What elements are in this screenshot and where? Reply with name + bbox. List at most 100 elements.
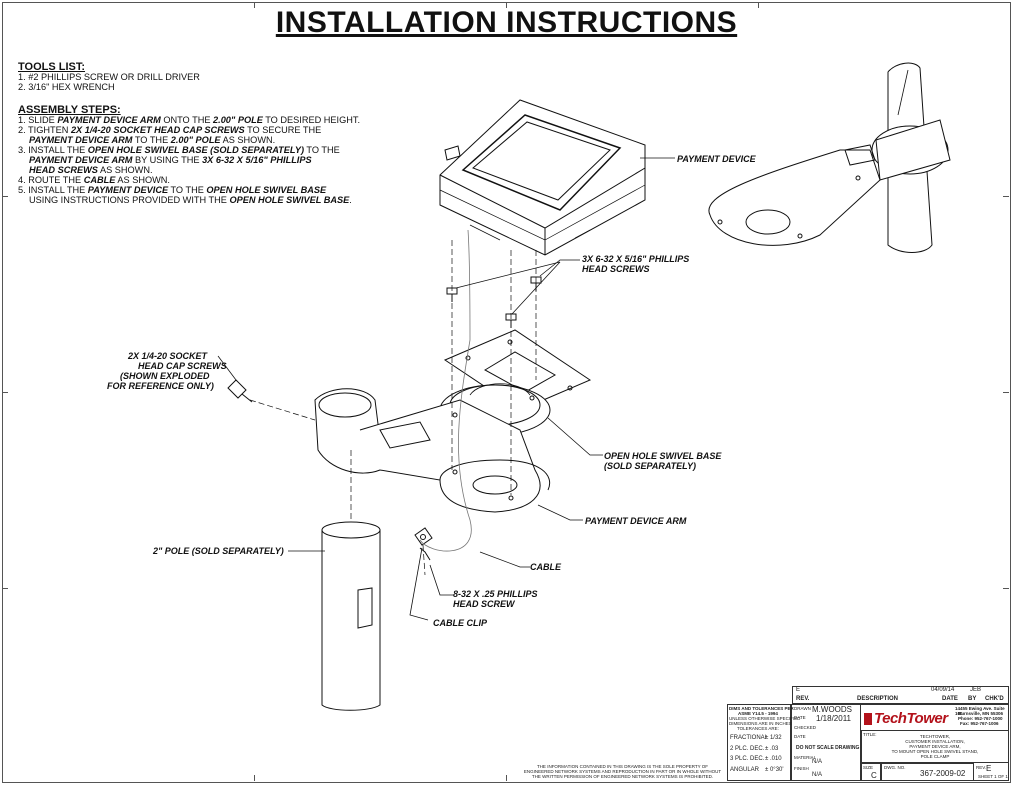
company-fax: Fax: 952-767-1006 [960,721,999,726]
tools-heading: TOOLS LIST: [18,61,86,73]
drawn-date: 1/18/2011 [816,714,851,723]
assembly-step-5: 5. INSTALL THE PAYMENT DEVICE TO THE OPE… [18,185,327,195]
zone-tick [506,775,507,781]
dec2-label: 2 PLC. DEC. [730,746,765,752]
payment-device [439,99,646,256]
fractional-label: FRACTIONAL [730,735,769,741]
date2-label: DATE [794,734,806,739]
phillips-screws [446,276,542,328]
angular-value: ± 0°30' [765,767,784,773]
angular-label: ANGULAR [730,767,760,773]
rev-date: 04/09/14 [931,687,955,693]
dims-line: DIMS AND TOLERANCES PER [729,706,794,711]
material-value: N/A [812,759,823,765]
zone-tick [2,196,8,197]
callout-head-screw: 8-32 X .25 PHILLIPS [453,589,538,599]
confidential-note: THE INFORMATION CONTAINED IN THIS DRAWIN… [536,764,709,769]
rev-header-date: DATE [942,696,958,702]
rev-value: E [986,764,992,773]
zone-tick [2,588,8,589]
rev-label: REV. [976,765,987,770]
sheet-number: SHEET 1 OF 1 [978,774,1008,779]
assembly-step-3: 3. INSTALL THE OPEN HOLE SWIVEL BASE (SO… [18,145,340,155]
dec3-value: ± .010 [765,756,782,762]
callout-swivel-base-2: (SOLD SEPARATELY) [604,461,696,471]
drawn-by: M.WOODS [812,705,852,714]
zone-tick [758,2,759,8]
logo-mark-icon [864,712,872,725]
rev-header-by: BY [968,696,977,702]
callout-head-screw-2: HEAD SCREW [453,599,515,609]
company-phone: Phone: 952-767-1000 [958,716,1003,721]
zone-tick [2,392,8,393]
cable-line [419,229,472,552]
confidential-note: ENGINEERED NETWORK SYSTEMS AND REPRODUCT… [523,769,722,774]
callout-socket-screws-4: FOR REFERENCE ONLY) [107,381,214,391]
callout-socket-screws: 2X 1/4-20 SOCKET [128,351,208,361]
title-line: PAYMENT DEVICE ARM, [909,744,961,749]
finish-value: N/A [812,772,823,778]
title-label: TITLE: [863,732,877,737]
dims-line: TOLERANCES ARE: [737,726,779,731]
callout-cable: CABLE [530,562,561,572]
callout-arm: PAYMENT DEVICE ARM [585,516,687,526]
payment-device-arm [314,388,551,513]
checked-label: CHECKED [794,725,817,730]
zone-tick [1003,196,1009,197]
no-scale-note: DO NOT SCALE DRAWING [796,745,860,751]
dec2-value: ± .03 [765,746,779,752]
callout-payment-device: PAYMENT DEVICE [677,154,756,164]
dims-line: DIMENSIONS ARE IN INCHES [729,721,792,726]
company-address: Burnsville, MN 55306 [958,711,1004,716]
zone-tick [1003,588,1009,589]
assembly-step-2-cont: PAYMENT DEVICE ARM TO THE 2.00" POLE AS … [29,135,276,145]
callout-socket-screws-2: HEAD CAP SCREWS [138,361,227,371]
size-value: C [871,771,877,780]
callout-socket-screws-3: (SHOWN EXPLODED [120,371,210,381]
dec3-label: 3 PLC. DEC. [730,756,765,762]
rev-by: JEB [970,687,982,693]
callout-swivel-base: OPEN HOLE SWIVEL BASE [604,451,722,461]
assembly-step-5-cont: USING INSTRUCTIONS PROVIDED WITH THE OPE… [29,195,352,205]
tools-item: 2. 3/16" HEX WRENCH [18,82,115,92]
tools-item: 1. #2 PHILLIPS SCREW OR DRILL DRIVER [18,72,200,82]
assembly-step-2: 2. TIGHTEN 2X 1/4-20 SOCKET HEAD CAP SCR… [18,125,322,135]
zone-tick [506,2,507,8]
dims-line: UNLESS OTHERWISE SPECIFIED [729,716,801,721]
fractional-value: ± 1/32 [765,735,782,741]
zone-tick [254,775,255,781]
date-label: DATE [794,715,806,720]
assembled-view [708,62,951,253]
company-address: 14455 Ewing Ave. Suite 100 [955,706,1005,716]
title-line: CUSTOMER INSTALLATION, [905,739,965,744]
rev-letter: E [796,687,801,693]
callout-cable-clip: CABLE CLIP [433,618,487,628]
techtower-logo: TechTower [864,710,948,727]
company-name: TechTower [874,710,948,727]
dwg-label: DWG. NO. [884,765,906,770]
size-label: SIZE [863,765,874,770]
confidential-note: THE WRITTEN PERMISSION OF ENGINEERED NET… [531,774,714,779]
pole [321,521,381,711]
rev-header-desc: DESCRIPTION [857,696,899,702]
dims-line: ASME Y14.5 - 1994 [738,711,778,716]
zone-tick [1003,392,1009,393]
page-title: INSTALLATION INSTRUCTIONS [275,6,738,39]
assembly-step-3-cont2: HEAD SCREWS AS SHOWN. [29,165,153,175]
callout-phillips-screws-2: HEAD SCREWS [582,264,650,274]
assembly-heading: ASSEMBLY STEPS: [18,104,121,116]
title-line: POLE CLAMP [920,754,950,759]
title-line: TECHTOWER, [919,734,951,739]
drawing-number: 367-2009-02 [920,769,966,778]
rev-header-chkd: CHK'D [985,696,1004,702]
assembly-step-1: 1. SLIDE PAYMENT DEVICE ARM ONTO THE 2.0… [18,115,361,125]
title-line: TO MOUNT OPEN HOLE SWIVEL STAND, [891,749,979,754]
rev-header-rev: REV. [796,696,810,702]
callout-phillips-screws: 3X 6-32 X 5/16" PHILLIPS [582,254,690,264]
callout-pole: 2" POLE (SOLD SEPARATELY) [153,546,284,556]
assembly-step-3-cont: PAYMENT DEVICE ARM BY USING THE 3X 6-32 … [29,155,312,165]
socket-cap-screw [227,379,253,403]
finish-label: FINISH [794,766,809,771]
material-label: MATERIAL [794,755,817,760]
